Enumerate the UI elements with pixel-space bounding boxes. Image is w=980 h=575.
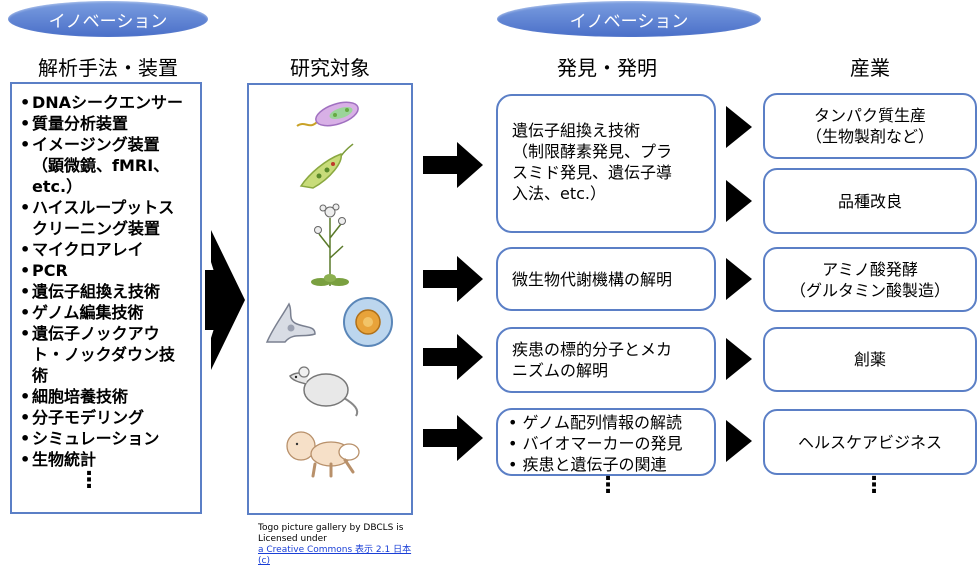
heading-discoveries: 発見・発明 — [557, 56, 657, 80]
heading-subjects: 研究対象 — [290, 56, 370, 80]
triangle-arrow-icon — [726, 106, 752, 148]
method-item-cont: 術 — [32, 366, 49, 385]
discovery-box-disease: 疾患の標的分子とメカ ニズムの解明 — [496, 327, 716, 393]
image-credit: Togo picture gallery by DBCLS is License… — [258, 523, 412, 566]
plant-icon — [311, 203, 349, 286]
cells-icon — [265, 302, 316, 343]
method-item: •PCR — [20, 261, 68, 280]
triangle-arrow-icon — [726, 180, 752, 222]
method-item: •生物統計 — [20, 450, 97, 469]
triangle-arrow-icon — [726, 258, 752, 300]
method-item: •ハイスループットス — [20, 198, 175, 217]
license-link-c[interactable]: (c) — [258, 556, 270, 566]
innovation-badge-right: イノベーション — [497, 1, 761, 37]
heading-methods: 解析手法・装置 — [38, 56, 178, 80]
industry-more-dots: ⋮ — [863, 473, 885, 498]
methods-list: •DNAシークエンサー •質量分析装置 •イメージング装置 （顕微鏡、fMRI、… — [20, 92, 184, 493]
innovation-badge-left: イノベーション — [8, 1, 208, 37]
method-item: •マイクロアレイ — [20, 240, 144, 259]
triangle-arrow-icon — [726, 338, 752, 380]
big-arrow-icon — [205, 230, 245, 370]
industry-box-healthcare: ヘルスケアビジネス — [763, 409, 977, 475]
discovery-box-microbe: 微生物代謝機構の解明 — [496, 247, 716, 311]
arrow-right-icon — [423, 334, 483, 380]
discovery-box-recombinant: 遺伝子組換え技術 （制限酵素発見、プラ スミド発見、遺伝子導 入法、etc.） — [496, 94, 716, 233]
arrow-right-icon — [423, 256, 483, 302]
mouse-icon — [289, 366, 359, 417]
methods-more-dots: ⋮ — [78, 468, 100, 493]
arrow-right-icon — [423, 415, 483, 461]
bacterium-icon — [296, 101, 359, 127]
method-item: •ゲノム編集技術 — [20, 303, 144, 322]
industry-box-amino: アミノ酸発酵 （グルタミン酸製造） — [763, 247, 977, 312]
industry-box-protein: タンパク質生産 （生物製剤など） — [763, 93, 977, 159]
method-item: •分子モデリング — [20, 408, 145, 427]
method-item: •イメージング装置 — [20, 135, 160, 154]
license-link[interactable]: a Creative Commons 表示 2.1 日本 — [258, 545, 412, 555]
method-item: •質量分析装置 — [20, 114, 129, 133]
method-item-cont: （顕微鏡、fMRI、 — [32, 156, 170, 175]
method-item-cont: etc.） — [32, 177, 83, 196]
euglena-icon — [299, 143, 354, 189]
method-item: •DNAシークエンサー — [20, 93, 184, 112]
industry-box-breeding: 品種改良 — [763, 168, 977, 234]
baby-icon — [286, 431, 360, 478]
discovery-box-genome: • ゲノム配列情報の解読 • バイオマーカーの発見 • 疾患と遺伝子の関連 — [496, 408, 716, 476]
method-item: •細胞培養技術 — [20, 387, 129, 406]
triangle-arrow-icon — [726, 420, 752, 462]
discoveries-more-dots: ⋮ — [597, 473, 619, 498]
method-item: •シミュレーション — [20, 429, 160, 448]
method-item: •遺伝子組換え技術 — [20, 282, 161, 301]
method-item-cont: ト・ノックダウン技 — [32, 345, 176, 364]
method-item: •遺伝子ノックアウ — [20, 324, 160, 343]
arrow-right-icon — [423, 142, 483, 188]
stem-cell-icon — [343, 297, 393, 347]
heading-industry: 産業 — [850, 56, 890, 80]
methods-box: •DNAシークエンサー •質量分析装置 •イメージング装置 （顕微鏡、fMRI、… — [10, 82, 202, 514]
subjects-box — [247, 83, 413, 515]
industry-box-drug: 創薬 — [763, 327, 977, 392]
method-item-cont: クリーニング装置 — [32, 219, 161, 238]
